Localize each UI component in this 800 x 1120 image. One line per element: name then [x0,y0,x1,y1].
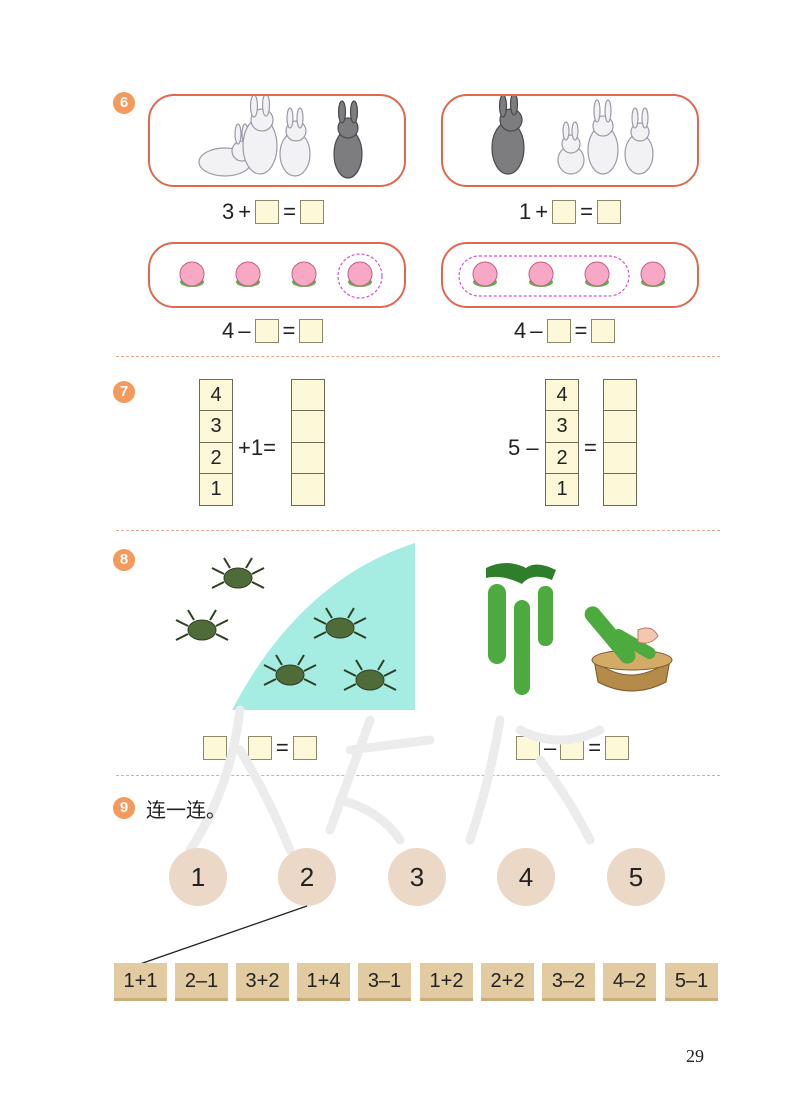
expression-tile[interactable]: 4–2 [603,963,656,1001]
equals-sign: = [283,199,296,224]
equation-peaches-right: 4 – = [514,318,616,344]
column-cell: 2 [545,441,579,475]
column-cell: 1 [545,473,579,506]
answer-box[interactable] [203,736,227,760]
crabs-illustration-icon [175,543,415,710]
peaches-frame-right [441,242,699,308]
equals-sign: = [275,735,289,760]
expression-tile[interactable]: 2+2 [481,963,534,1001]
instruction-text: 连一连。 [146,798,226,822]
answer-cell[interactable] [603,473,637,506]
equation-peaches-left: 4 – = [222,318,324,344]
cucumbers-illustration-icon [486,563,673,695]
expression-tile[interactable]: 3–2 [542,963,595,1001]
answer-box[interactable] [247,736,272,760]
equation-rabbits-left: 3 + = [222,199,324,225]
left-number-column: 4 3 2 1 [199,378,233,506]
rabbits-illustration-icon [491,92,654,175]
number-circle[interactable]: 1 [169,848,227,906]
page-number: 29 [686,1046,704,1066]
peaches-illustration-icon [179,253,383,299]
answer-cell[interactable] [291,378,325,412]
section-divider [116,530,720,531]
number-circle[interactable]: 3 [388,848,446,906]
equals-sign: = [574,318,588,343]
column-cell: 2 [199,441,233,475]
answer-cell[interactable] [603,378,637,412]
operator: – [238,318,251,343]
column-cell: 3 [545,410,579,443]
section-divider [116,356,720,357]
five-minus: 5 – [508,435,539,460]
answer-cell[interactable] [603,441,637,475]
answer-box[interactable] [292,736,317,760]
operand: 4 [222,318,235,343]
equals-sign: = [580,199,593,224]
equation-crabs: + = [203,735,317,761]
column-cell: 4 [199,378,233,412]
answer-box[interactable] [552,200,577,224]
number-circle[interactable]: 4 [497,848,555,906]
expression-tile[interactable]: 3+2 [236,963,289,1001]
answer-cell[interactable] [603,410,637,443]
expression-tile[interactable]: 1+1 [114,963,167,1001]
column-cell: 1 [199,473,233,506]
operator: + [238,199,252,224]
equals-sign: = [588,735,602,760]
answer-cell[interactable] [291,410,325,443]
number-circle[interactable]: 2 [278,848,336,906]
expression-tile[interactable]: 1+4 [297,963,350,1001]
problem-8-badge: 8 [113,549,135,571]
operator: + [535,199,549,224]
right-answer-column [603,378,637,506]
answer-cell[interactable] [291,473,325,506]
watermark-icon [185,705,605,855]
peaches-frame-left [148,242,406,308]
rabbits-frame-left [148,93,406,187]
answer-box[interactable] [605,736,630,760]
connecting-line [139,905,308,965]
expression-tile[interactable]: 1+2 [420,963,473,1001]
answer-box[interactable] [299,319,324,343]
answer-box[interactable] [255,200,280,224]
section-divider [116,775,720,776]
right-number-column: 4 3 2 1 [545,378,579,506]
plus-one-equals: +1= [238,435,276,460]
equals-sign: = [282,318,296,343]
rabbits-illustration-icon [198,93,363,179]
peaches-illustration-icon [458,255,666,297]
column-cell: 4 [545,378,579,412]
answer-box[interactable] [254,319,279,343]
number-circle[interactable]: 5 [607,848,665,906]
answer-box[interactable] [591,319,616,343]
column-cell: 3 [199,410,233,443]
operand: 1 [519,199,532,224]
answer-box[interactable] [546,319,571,343]
problem-7-badge: 7 [113,381,135,403]
operand: 4 [514,318,527,343]
answer-box[interactable] [596,200,621,224]
expression-tile[interactable]: 5–1 [665,963,718,1001]
left-answer-column [291,378,325,506]
answer-cell[interactable] [291,441,325,475]
answer-box[interactable] [299,200,324,224]
equation-rabbits-right: 1 + = [519,199,621,225]
expression-tile[interactable]: 3–1 [358,963,411,1001]
expression-tile[interactable]: 2–1 [175,963,228,1001]
equals-sign: = [584,435,597,460]
operator: – [530,318,543,343]
problem-6-badge: 6 [113,92,135,114]
rabbits-frame-right [441,92,699,187]
problem-9-badge: 9 [113,797,135,819]
operand: 3 [222,199,235,224]
